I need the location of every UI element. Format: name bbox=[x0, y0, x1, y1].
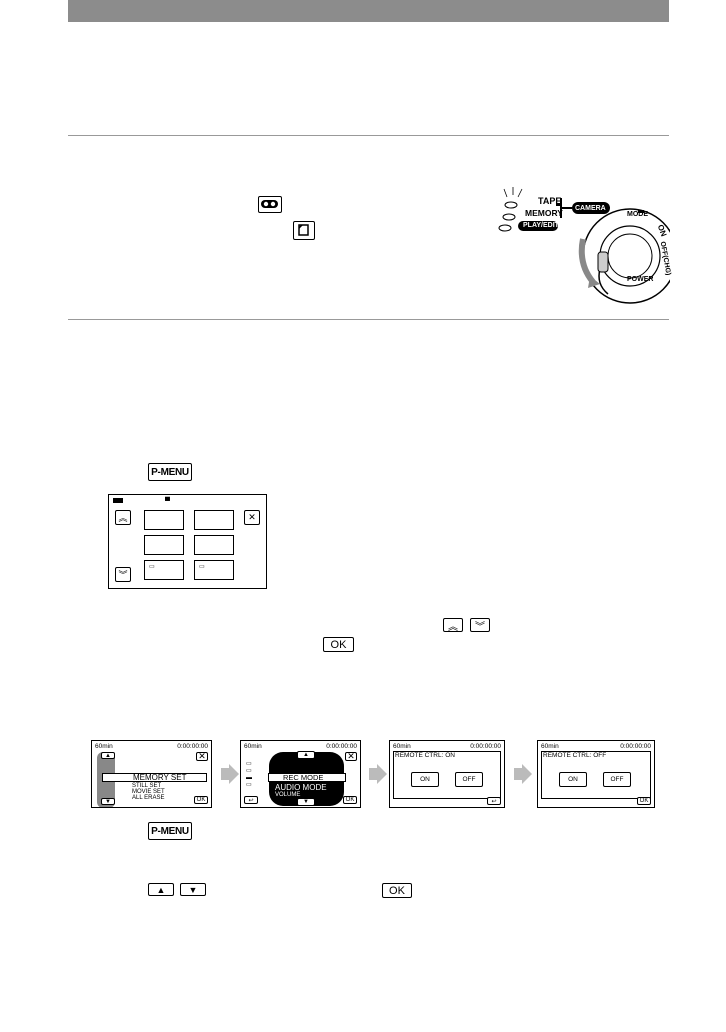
menu-cell[interactable] bbox=[194, 510, 234, 530]
screen3-title: REMOTE CTRL: ON bbox=[395, 752, 455, 759]
screen1-still-set: STILL SET bbox=[132, 783, 162, 789]
screen2-down-button[interactable]: ▼ bbox=[297, 798, 315, 806]
power-switch-illustration bbox=[488, 184, 678, 304]
screen2-volume: VOLUME bbox=[275, 792, 301, 798]
pmenu-button[interactable]: P-MENU bbox=[148, 463, 192, 481]
memory-card-icon bbox=[293, 221, 315, 240]
tape-label: TAPE bbox=[538, 196, 562, 206]
screen2-rec-mode: REC MODE bbox=[268, 773, 346, 782]
divider-middle bbox=[68, 319, 669, 320]
menu-cell[interactable] bbox=[144, 535, 184, 555]
divider-top bbox=[68, 135, 669, 136]
play-edit-label: PLAY/EDIT bbox=[523, 222, 559, 229]
screen3-off-button[interactable]: OFF bbox=[455, 772, 483, 787]
close-button[interactable]: ✕ bbox=[244, 510, 260, 525]
screen2-remaining: 60min bbox=[244, 743, 262, 750]
screen2-time: 0:00:00:00 bbox=[326, 743, 357, 750]
memory-label: MEMORY bbox=[525, 208, 563, 218]
screen-memory-set: 60min 0:00:00:00 ▲ ▼ MEMORY SET STILL SE… bbox=[91, 740, 212, 808]
screen2-up-button[interactable]: ▲ bbox=[297, 751, 315, 759]
step-arrow-tail bbox=[514, 768, 522, 780]
scroll-down-icon: ︾ bbox=[470, 618, 490, 633]
screen-remote-ctrl-on: 60min 0:00:00:00 REMOTE CTRL: ON ON OFF … bbox=[389, 740, 505, 808]
scroll-up-button[interactable]: ︽ bbox=[115, 510, 131, 525]
screen3-on-button[interactable]: ON bbox=[411, 772, 439, 787]
step-arrow-icon bbox=[229, 764, 239, 784]
screen1-all-erase: ALL ERASE bbox=[132, 795, 165, 801]
step-arrow-icon bbox=[377, 764, 387, 784]
down-arrow-icon: ▼ bbox=[180, 883, 206, 896]
section-header-bar bbox=[68, 0, 669, 22]
screen4-panel bbox=[541, 751, 651, 799]
battery-icon bbox=[113, 498, 123, 503]
screen4-title: REMOTE CTRL: OFF bbox=[543, 752, 607, 759]
camera-label: CAMERA bbox=[575, 205, 606, 212]
screen1-close-button[interactable]: ✕ bbox=[196, 751, 208, 761]
power-label: POWER bbox=[627, 276, 654, 283]
screen-rec-mode: 60min 0:00:00:00 ▭▭▬▭ ▲ ▼ REC MODE AUDIO… bbox=[240, 740, 361, 808]
scroll-down-button[interactable]: ︾ bbox=[115, 567, 131, 582]
screen1-memory-set: MEMORY SET bbox=[102, 773, 207, 782]
menu-cell[interactable]: ▭ bbox=[194, 560, 234, 580]
screen3-time: 0:00:00:00 bbox=[470, 743, 501, 750]
mode-label: MODE bbox=[627, 211, 648, 218]
screen3-return-button[interactable]: ↩ bbox=[487, 797, 501, 805]
screen3-remaining: 60min bbox=[393, 743, 411, 750]
screen3-panel bbox=[393, 751, 501, 799]
screen4-remaining: 60min bbox=[541, 743, 559, 750]
screen4-ok-button[interactable]: OK bbox=[637, 797, 651, 805]
screen4-off-button[interactable]: OFF bbox=[603, 772, 631, 787]
screen1-remaining: 60min bbox=[95, 743, 113, 750]
screen4-on-button[interactable]: ON bbox=[559, 772, 587, 787]
scroll-up-icon: ︽ bbox=[443, 618, 463, 633]
screen4-time: 0:00:00:00 bbox=[620, 743, 651, 750]
screen2-ok-button[interactable]: OK bbox=[343, 796, 357, 804]
up-arrow-icon: ▲ bbox=[148, 883, 174, 896]
menu-cell[interactable] bbox=[194, 535, 234, 555]
ok-icon-bottom: OK bbox=[382, 883, 412, 898]
screen-remote-ctrl-off: 60min 0:00:00:00 REMOTE CTRL: OFF ON OFF… bbox=[537, 740, 655, 808]
step-arrow-tail bbox=[221, 768, 229, 780]
step-arrow-icon bbox=[522, 764, 532, 784]
screen1-ok-button[interactable]: OK bbox=[194, 796, 208, 804]
screen1-up-button[interactable]: ▲ bbox=[101, 752, 115, 759]
index-marker-icon: ▀ bbox=[165, 498, 170, 505]
screen2-close-button[interactable]: ✕ bbox=[345, 751, 357, 761]
screen1-down-button[interactable]: ▼ bbox=[101, 798, 115, 805]
menu-cell[interactable]: ▭ bbox=[144, 560, 184, 580]
screen2-audio-mode: AUDIO MODE bbox=[275, 783, 327, 792]
pmenu-button-lower[interactable]: P-MENU bbox=[148, 822, 192, 840]
pmenu-index-screen: ▀ ︽ ︾ ✕ ▭ ▭ bbox=[108, 494, 267, 589]
screen2-return-button[interactable]: ↩ bbox=[244, 796, 258, 804]
menu-cell[interactable] bbox=[144, 510, 184, 530]
screen1-movie-set: MOVIE SET bbox=[132, 789, 165, 795]
tape-icon bbox=[258, 196, 282, 213]
screen2-side-icons: ▭▭▬▭ bbox=[246, 761, 252, 788]
screen1-time: 0:00:00:00 bbox=[177, 743, 208, 750]
ok-icon: OK bbox=[323, 637, 354, 652]
step-arrow-tail bbox=[369, 768, 377, 780]
